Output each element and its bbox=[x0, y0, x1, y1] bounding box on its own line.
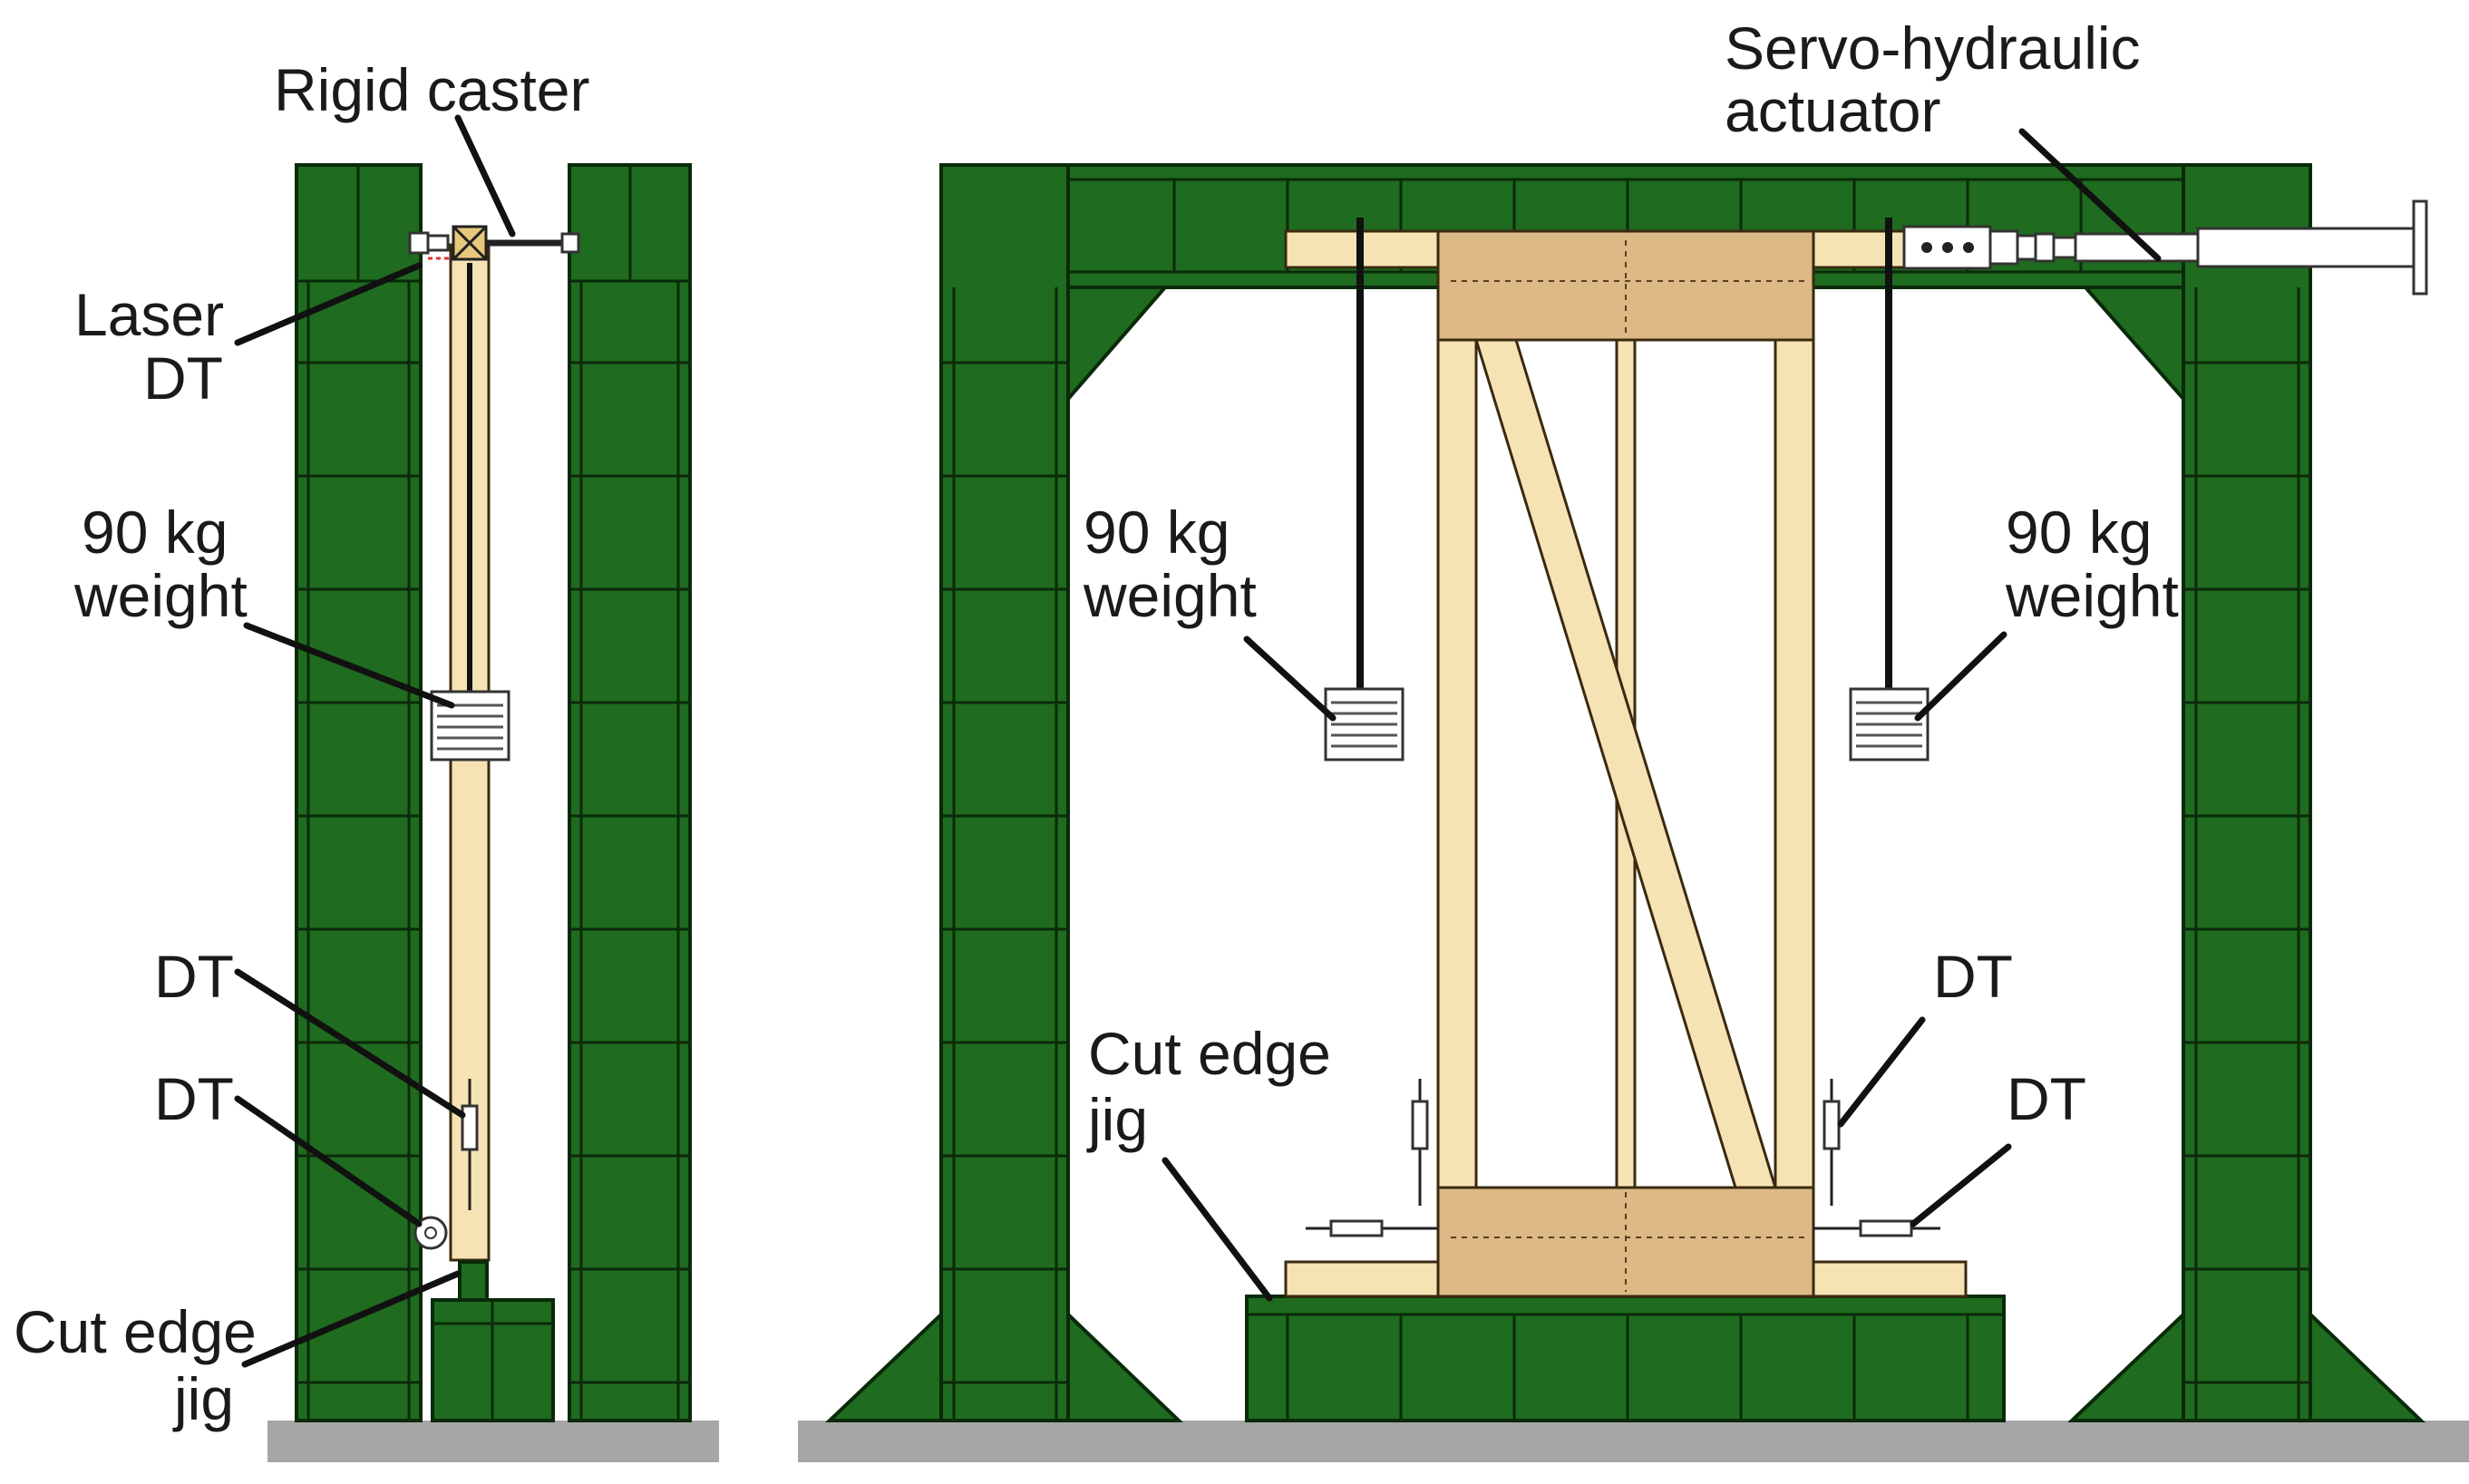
label-servo-line1: Servo-hydraulic bbox=[1725, 15, 2141, 82]
front-view-left-weight bbox=[1324, 687, 1405, 761]
front-view-right-inner-foot bbox=[2066, 1310, 2185, 1422]
side-view-dt-vertical bbox=[461, 1104, 479, 1151]
label-front-left-weight-line2: weight bbox=[1083, 562, 1257, 629]
leader-front-cut-edge-jig bbox=[1162, 1157, 1273, 1302]
label-rigid-caster: Rigid caster bbox=[274, 56, 589, 123]
side-view bbox=[295, 163, 692, 1422]
label-front-dt-lower: DT bbox=[2007, 1065, 2086, 1132]
leader-side-dt-upper bbox=[234, 968, 466, 1119]
label-front-cut-edge-line1: Cut edge bbox=[1088, 1020, 1331, 1087]
front-view-right-knee-brace bbox=[2081, 286, 2185, 404]
front-view-right-dt-vertical bbox=[1823, 1100, 1841, 1150]
label-front-left-weight-line1: 90 kg bbox=[1084, 499, 1230, 566]
side-view-right-column bbox=[568, 163, 692, 1422]
front-view-cut-edge-jig bbox=[1245, 1260, 2006, 1422]
leader-servo-actuator bbox=[2018, 128, 2162, 262]
leader-front-right-weight bbox=[1914, 631, 2007, 722]
ground-slab-right bbox=[798, 1421, 2469, 1462]
front-view-right-outer-foot bbox=[2309, 1310, 2425, 1422]
front-view-right-dt-horizontal bbox=[1859, 1219, 1913, 1237]
side-view-left-column bbox=[295, 163, 423, 1422]
front-view-left-knee-brace bbox=[1066, 286, 1170, 404]
front-view-left-dt-horizontal bbox=[1329, 1219, 1384, 1237]
leader-front-dt-upper bbox=[1837, 1016, 1926, 1128]
ground-slab-left bbox=[267, 1421, 719, 1462]
label-front-right-weight-line2: weight bbox=[2005, 562, 2179, 629]
front-view-left-column bbox=[824, 163, 1183, 1422]
label-front-right-weight-line1: 90 kg bbox=[2006, 499, 2152, 566]
label-servo-line2: actuator bbox=[1725, 77, 1940, 144]
label-front-dt-upper: DT bbox=[1933, 943, 2013, 1010]
leader-side-weight bbox=[243, 622, 455, 709]
leader-laser-dt bbox=[234, 262, 423, 346]
label-side-weight-line1: 90 kg bbox=[82, 499, 228, 566]
leader-side-cut-edge-jig bbox=[241, 1270, 462, 1368]
rigid-caster-bracket bbox=[560, 232, 580, 254]
laser-dt-sensor bbox=[408, 231, 430, 255]
leader-front-left-weight bbox=[1243, 635, 1337, 722]
leader-side-dt-lower bbox=[234, 1095, 423, 1227]
label-side-cut-edge-line2: jig bbox=[172, 1365, 234, 1432]
front-view-left-dt-vertical bbox=[1411, 1100, 1429, 1150]
label-front-cut-edge-line2: jig bbox=[1086, 1086, 1148, 1153]
label-side-dt-upper: DT bbox=[154, 943, 234, 1010]
servo-hydraulic-actuator bbox=[1902, 199, 2428, 296]
front-view-right-column bbox=[2066, 163, 2425, 1422]
front-view-left-outer-foot bbox=[824, 1310, 943, 1422]
label-laser-dt-line2: DT bbox=[143, 344, 223, 412]
label-side-weight-line2: weight bbox=[73, 562, 248, 629]
side-view-dt-round bbox=[413, 1216, 448, 1250]
front-view-left-stud bbox=[1436, 338, 1478, 1189]
label-laser-dt-line1: Laser bbox=[74, 281, 224, 348]
label-side-dt-lower: DT bbox=[154, 1065, 234, 1132]
leader-front-dt-lower bbox=[1910, 1143, 2012, 1227]
front-view-left-inner-foot bbox=[1066, 1310, 1183, 1422]
front-view-right-stud bbox=[1774, 338, 1815, 1189]
leader-rigid-caster bbox=[454, 114, 516, 238]
front-view-right-weight bbox=[1849, 687, 1930, 761]
label-side-cut-edge-line1: Cut edge bbox=[14, 1298, 257, 1365]
side-view-weight bbox=[430, 690, 510, 761]
front-view bbox=[824, 163, 2428, 1422]
front-view-wall-specimen bbox=[1284, 229, 1968, 1298]
